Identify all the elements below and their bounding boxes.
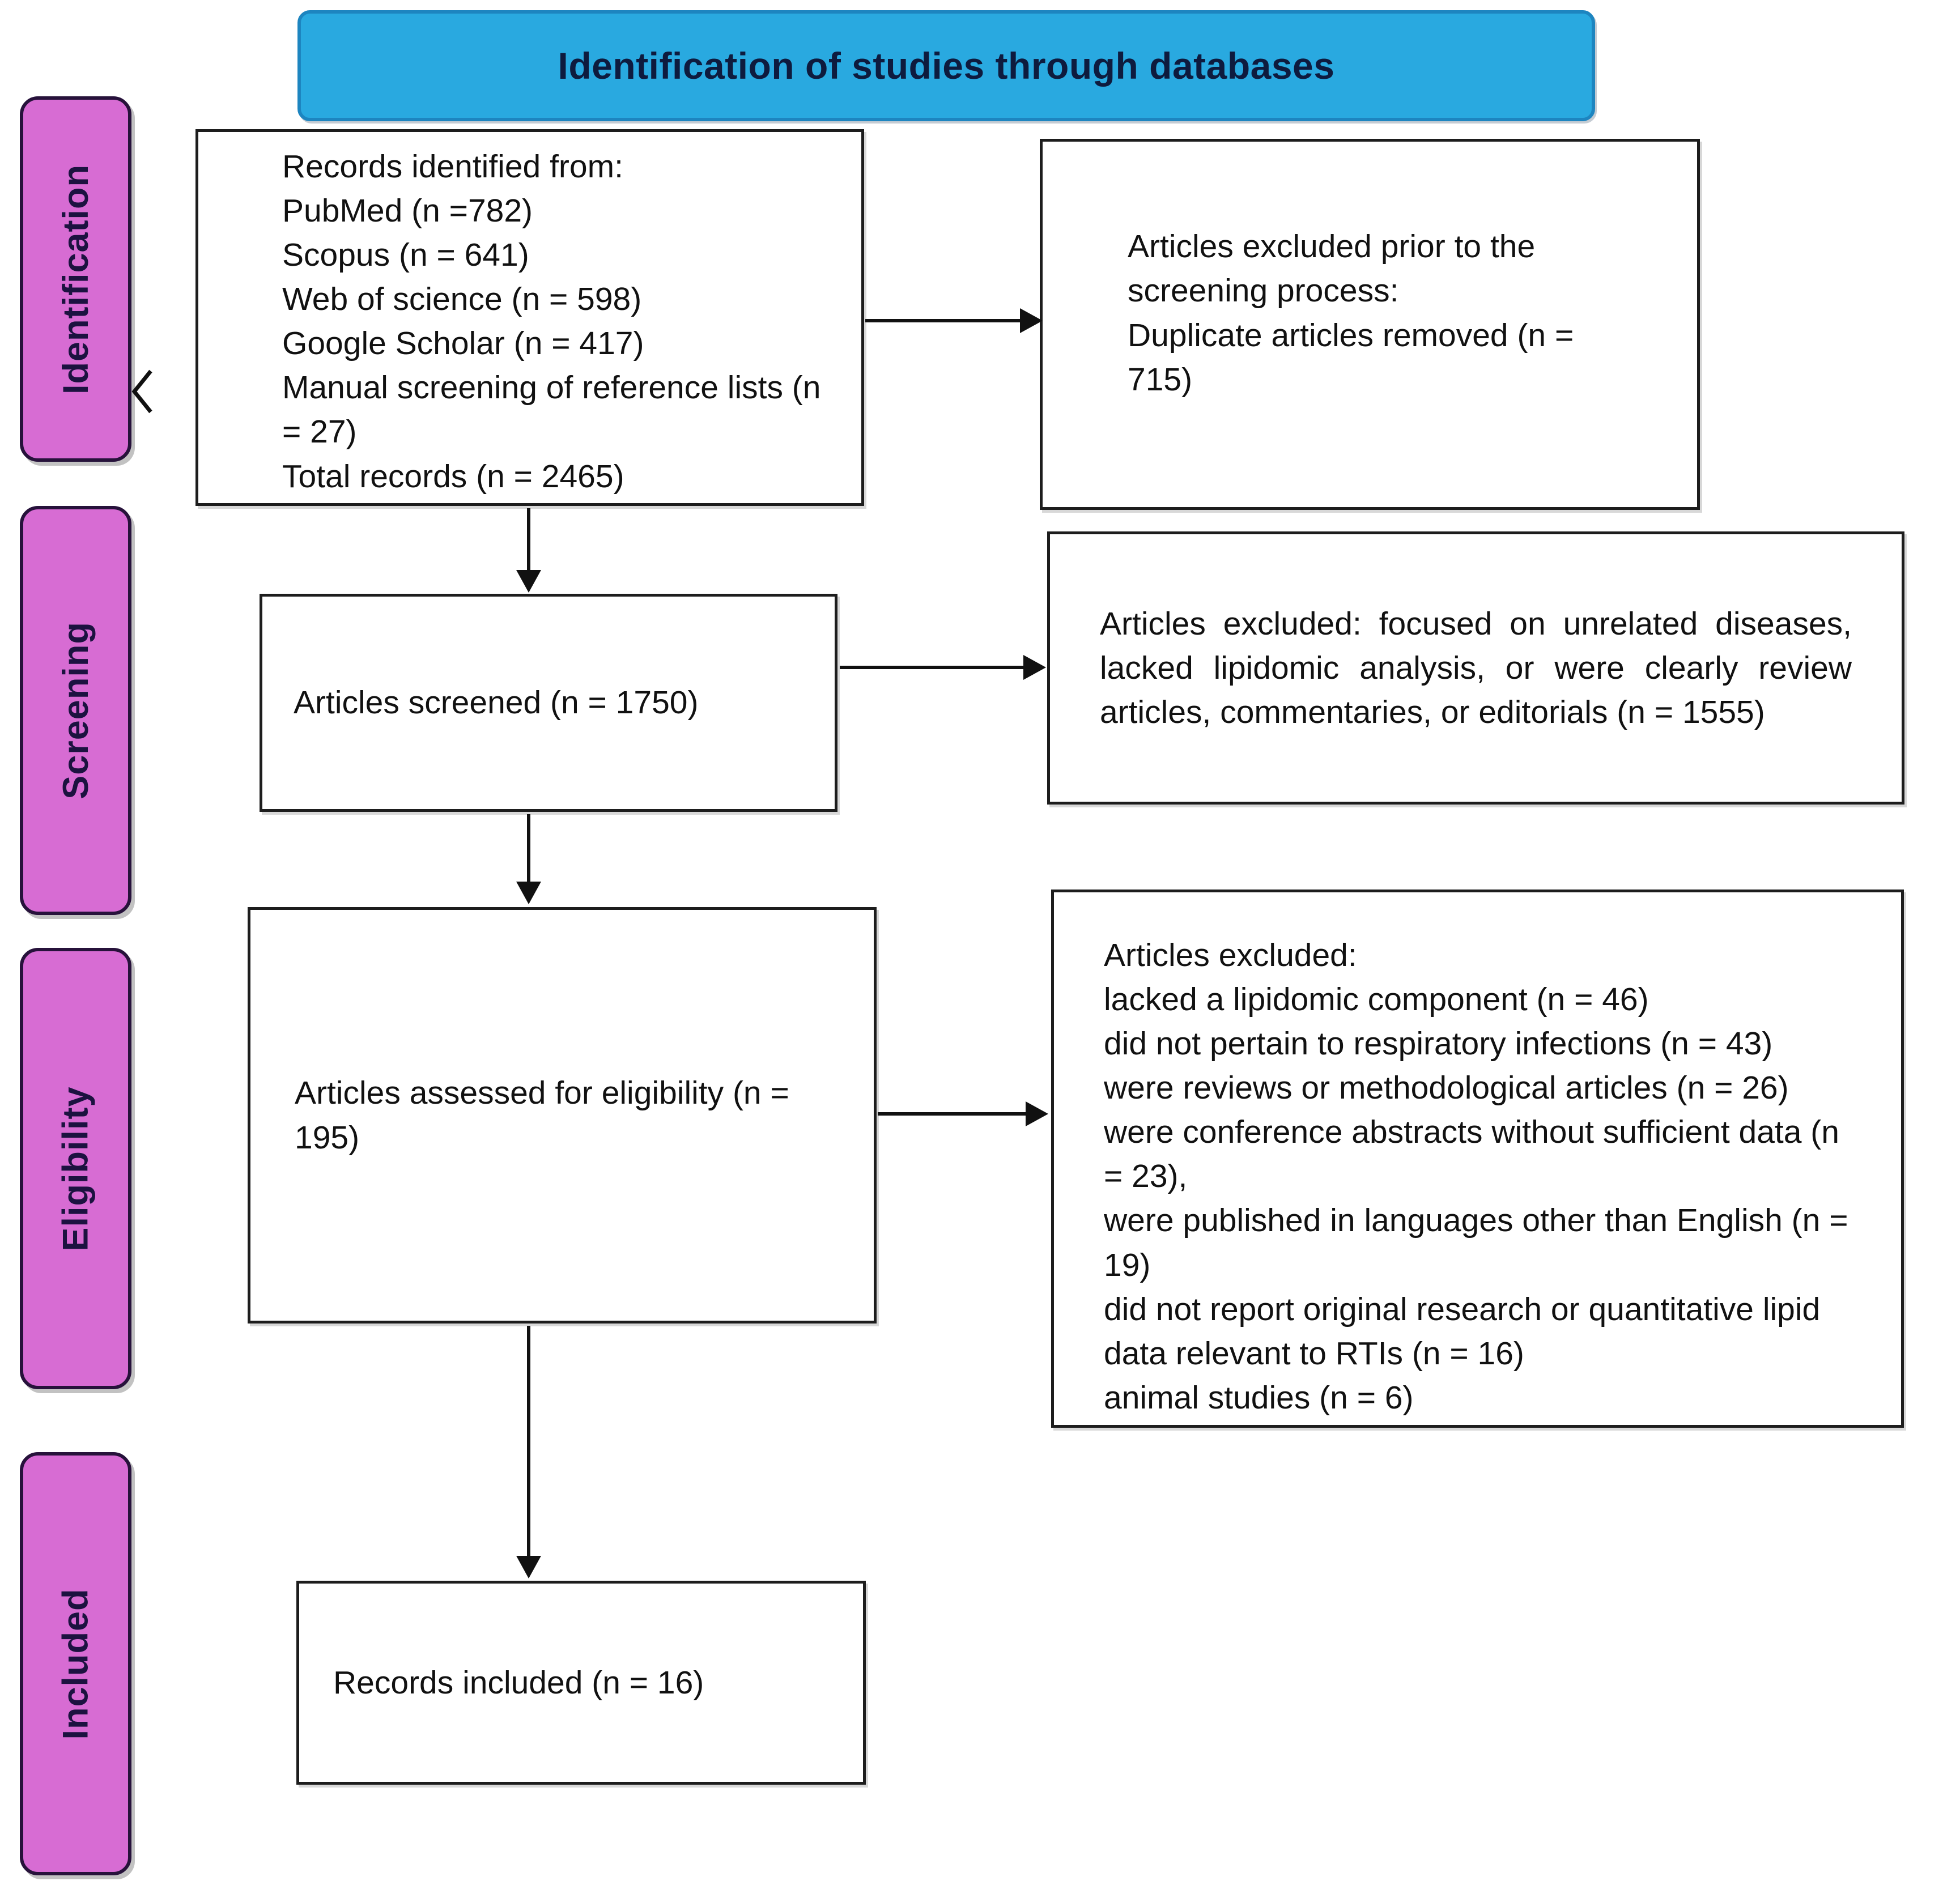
articles-screened-box: Articles screened (n = 1750) [260, 594, 837, 812]
arrow-screened-to-excluded [840, 655, 1046, 680]
records-identified-box: Records identified from: PubMed (n =782) S… [195, 129, 864, 506]
text-line: animal studies (n = 6) [1104, 1379, 1414, 1416]
text-line: Google Scholar (n = 417) [282, 325, 644, 362]
records-included-box: Records included (n = 16) [296, 1581, 866, 1785]
text-line: were published in languages other than E… [1104, 1202, 1848, 1283]
eligibility-excluded-items: lacked a lipidomic component (n = 46) did… [1104, 977, 1853, 1420]
chevron-artifact [131, 369, 152, 414]
articles-screened-text: Articles screened (n = 1750) [294, 684, 699, 721]
stage-label-text: Included [56, 1588, 96, 1740]
text-line: Records identified from: [282, 148, 623, 185]
stage-label-text: Screening [56, 622, 96, 799]
text-line: PubMed (n =782) [282, 193, 533, 229]
records-included-text: Records included (n = 16) [333, 1664, 704, 1701]
screening-excluded-text: Articles excluded: focused on unrelated … [1100, 605, 1852, 731]
stage-label-text: Eligibility [56, 1086, 96, 1252]
text-line: did not pertain to respiratory infection… [1104, 1025, 1773, 1062]
arrow-eligibility-to-included [516, 1326, 541, 1578]
eligibility-excluded-heading: Articles excluded: [1104, 937, 1357, 973]
text-line: Duplicate articles removed (n = 715) [1128, 317, 1574, 398]
text-line: did not report original research or quan… [1104, 1291, 1821, 1372]
arrow-records-to-duplicates [865, 308, 1043, 333]
text-line: were reviews or methodological articles … [1104, 1070, 1789, 1107]
stage-label-included: Included [20, 1452, 131, 1875]
text-line: Scopus (n = 641) [282, 237, 529, 274]
text-line: were conference abstracts without suffic… [1104, 1114, 1839, 1195]
assessed-for-eligibility-box: Articles assessed for eligibility (n = 1… [248, 907, 877, 1324]
text-line: lacked a lipidomic component (n = 46) [1104, 981, 1649, 1018]
duplicates-excluded-box: Articles excluded prior to the screening… [1040, 139, 1700, 510]
text-line: Web of science (n = 598) [282, 281, 642, 318]
stage-label-screening: Screening [20, 506, 131, 915]
arrow-screened-to-eligibility [516, 814, 541, 904]
assessed-for-eligibility-text: Articles assessed for eligibility (n = 1… [295, 1075, 789, 1156]
banner-identification-of-studies: Identification of studies through databa… [297, 10, 1595, 121]
stage-label-text: Identification [56, 164, 96, 394]
text-line: Total records (n = 2465) [282, 458, 624, 495]
text-line: Manual screening of reference lists (n =… [282, 369, 821, 450]
arrow-eligibility-to-excluded [878, 1101, 1048, 1126]
arrow-records-to-screened [516, 508, 541, 593]
eligibility-excluded-box: Articles excluded: lacked a lipidomic co… [1051, 890, 1904, 1428]
text-line: Articles excluded prior to the screening… [1128, 228, 1536, 309]
stage-label-eligibility: Eligibility [20, 948, 131, 1389]
banner-title: Identification of studies through databa… [558, 45, 1335, 87]
screening-excluded-box: Articles excluded: focused on unrelated … [1047, 531, 1904, 805]
stage-label-identification: Identification [20, 96, 131, 462]
